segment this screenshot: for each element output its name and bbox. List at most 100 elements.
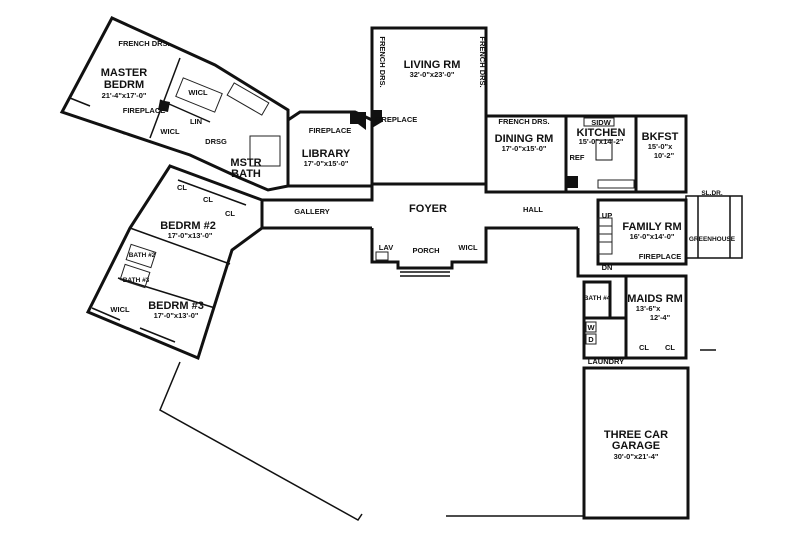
label-dn: DN (602, 263, 613, 272)
bedroom-wing-outline (85, 164, 264, 361)
label-french-drs-living-left: FRENCH DRS. (378, 36, 387, 87)
label-living-rm: LIVING RM (404, 59, 461, 71)
label-bkfst: BKFST (642, 131, 679, 143)
label-cl-maids-1: CL (639, 343, 649, 352)
label-family-rm-dims: 16'-0"x14'-0" (630, 232, 675, 241)
label-master-bedrm-line2: BEDRM (104, 79, 144, 91)
tub-fixture (249, 135, 281, 167)
living-fireplace (372, 110, 382, 128)
master-bedroom-wall (149, 57, 181, 139)
bath2-tub (125, 243, 157, 269)
label-wicl-master-1: WICL (188, 88, 208, 97)
living-room-block (370, 26, 488, 186)
label-fireplace-living: FIREPLACE (375, 115, 418, 124)
vanity-fixture (226, 82, 270, 116)
foyer-south-wall (370, 226, 578, 270)
label-wicl-bedrm3: WICL (110, 305, 130, 314)
label-bath4: BATH #4 (584, 295, 611, 302)
bedroom3-wall (117, 277, 216, 309)
label-master-bedrm-line1: MASTER (101, 67, 148, 79)
label-library: LIBRARY (302, 148, 351, 160)
master-fireplace (158, 100, 170, 112)
label-french-drs-master: FRENCH DRS. (118, 39, 169, 48)
label-laundry: LAUNDRY (588, 357, 624, 366)
label-foyer: FOYER (409, 203, 447, 215)
label-bedrm2: BEDRM #2 (160, 220, 216, 232)
label-dining-rm: DINING RM (495, 133, 554, 145)
label-maids-rm: MAIDS RM (627, 293, 683, 305)
garage-block (582, 366, 690, 520)
service-wing (576, 195, 743, 360)
label-ref: REF (570, 153, 585, 162)
kitchen-island (595, 139, 613, 161)
label-bkfst-dims-2: 10'-2" (654, 151, 675, 160)
label-d: D (588, 335, 594, 344)
bedroom-window-2 (139, 327, 176, 343)
label-cl-3: CL (225, 209, 235, 218)
kitchen-range (566, 176, 578, 188)
label-bedrm3: BEDRM #3 (148, 300, 204, 312)
label-cl-2: CL (203, 195, 213, 204)
lav-fixture (375, 251, 389, 261)
label-kitchen: KITCHEN (577, 127, 626, 139)
bedroom2-bath-wall (129, 227, 231, 265)
library-fireplace (350, 112, 366, 130)
dryer (585, 333, 597, 345)
label-kitchen-dims: 15'-0"x14'-2" (579, 137, 624, 146)
label-greenhouse: GREENHOUSE (689, 236, 736, 243)
label-bedrm3-dims: 17'-0"x13'-0" (154, 311, 199, 320)
bedroom-closets-wall (177, 179, 247, 206)
label-mstr-bath-line1: MSTR (230, 157, 261, 169)
label-lin: LIN (190, 117, 202, 126)
label-dining-rm-dims: 17'-0"x15'-0" (502, 144, 547, 153)
label-master-bedrm-dims: 21'-4"x17'-0" (102, 91, 147, 100)
label-fireplace-master: FIREPLACE (123, 106, 166, 115)
kitchen-sink (583, 117, 615, 127)
stair (597, 217, 613, 255)
bedroom-wing (85, 164, 264, 361)
label-wicl-master-2: WICL (160, 127, 180, 136)
gallery-north-wall (262, 186, 374, 202)
living-room-outline (370, 26, 488, 186)
label-cl-1: CL (177, 183, 187, 192)
dining-outline (484, 114, 568, 194)
label-living-rm-dims: 32'-0"x23'-0" (410, 70, 455, 79)
label-hall: HALL (523, 205, 543, 214)
master-window-2 (99, 123, 126, 135)
label-bkfst-dims-1: 15'-0"x (648, 142, 673, 151)
label-maids-dims-2: 12'-4" (650, 313, 671, 322)
label-sidw: SIDW (591, 118, 612, 127)
label-french-drs-dining: FRENCH DRS. (498, 117, 549, 126)
label-family-rm: FAMILY RM (622, 221, 681, 233)
label-fireplace-library: FIREPLACE (309, 126, 352, 135)
label-porch: PORCH (412, 246, 439, 255)
label-gallery: GALLERY (294, 207, 330, 216)
kitchen-counter (597, 179, 635, 189)
bedroom-window-1 (91, 307, 121, 321)
label-cl-maids-2: CL (665, 343, 675, 352)
label-sl-dr: SL.DR. (701, 190, 723, 197)
label-garage-dims: 30'-0"x21'-4" (614, 452, 659, 461)
label-bath3: BATH #3 (123, 277, 150, 284)
label-library-dims: 17'-0"x15'-0" (304, 159, 349, 168)
label-w: W (587, 323, 595, 332)
label-mstr-bath-line2: BATH (231, 168, 261, 180)
label-bath2: BATH #2 (129, 252, 156, 259)
label-lav: LAV (379, 243, 393, 252)
washer (585, 321, 597, 333)
label-wicl-foyer: WICL (458, 243, 478, 252)
laundry-outline (582, 316, 628, 360)
bath3-tub (119, 263, 151, 289)
driveway (159, 361, 584, 521)
label-up: UP (602, 211, 612, 220)
label-bedrm2-dims: 17'-0"x13'-0" (168, 231, 213, 240)
foyer-block (262, 186, 686, 277)
plan-labels: FRENCH DRS. MASTER BEDRM 21'-4"x17'-0" W… (101, 36, 736, 461)
label-garage-line2: GARAGE (612, 440, 660, 452)
service-east-wall (576, 228, 626, 278)
label-maids-dims-1: 13'-6"x (636, 304, 661, 313)
label-fireplace-family: FIREPLACE (639, 252, 682, 261)
label-garage-line1: THREE CAR (604, 429, 668, 441)
greenhouse-outline (685, 195, 743, 259)
